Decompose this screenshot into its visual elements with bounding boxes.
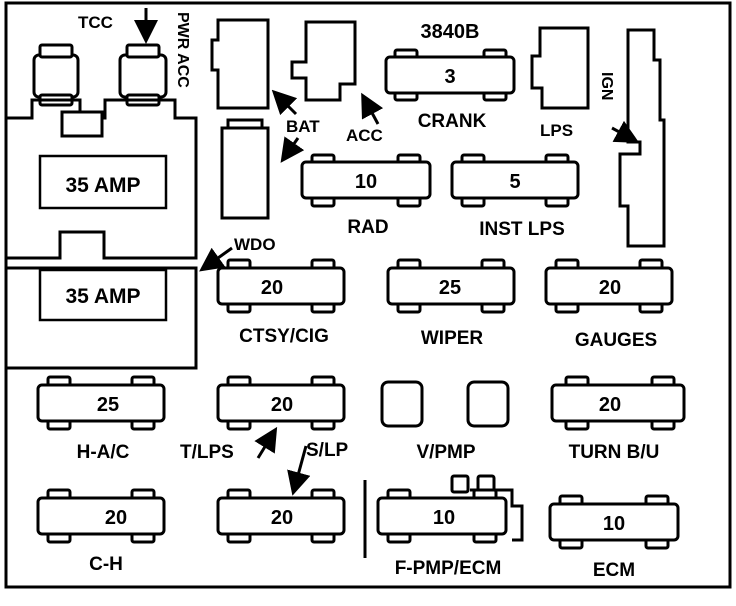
- ign-arrow: [611, 120, 640, 143]
- breaker-housing-lower: [6, 266, 198, 370]
- fuse-crank-label: CRANK: [418, 111, 487, 132]
- fuse-t-lps-label: T/LPS: [180, 442, 234, 463]
- fuse-c-h: 20: [36, 488, 166, 544]
- connector-lps-label: LPS: [540, 121, 573, 140]
- bat-arrow-down: [280, 136, 305, 163]
- connector-ign: [618, 28, 666, 248]
- fuse-turn-bu-label: TURN B/U: [569, 442, 660, 463]
- fuse-ctsy-cig: 20: [216, 258, 346, 314]
- fuse-rad-label: RAD: [347, 217, 388, 238]
- relay-tcc: [32, 43, 80, 107]
- fuse-crank: 3: [384, 48, 516, 102]
- connector-lps: [530, 26, 590, 110]
- diagram-code: 3840B: [421, 21, 480, 43]
- s-lp-arrow: [287, 445, 311, 496]
- bat-arrow-up: [271, 89, 298, 116]
- connector-acc: [290, 20, 357, 102]
- fuse-h-ac: 25: [36, 375, 166, 431]
- fuse-rad-value: 10: [355, 171, 377, 193]
- fuse-wiper-label: WIPER: [421, 328, 484, 349]
- fuse-c-h-label: C-H: [89, 554, 123, 575]
- fuse-ecm-label: ECM: [593, 560, 635, 581]
- connector-bat-lower: [220, 118, 270, 220]
- fuse-turn-bu-value: 20: [599, 394, 621, 416]
- fuse-h-ac-value: 25: [97, 394, 119, 416]
- fuse-t-lps-value: 20: [271, 394, 293, 416]
- fuse-s-lp-value: 20: [271, 507, 293, 529]
- fuse-f-pmp-ecm-value: 10: [433, 507, 455, 529]
- fuse-ctsy-cig-value: 20: [261, 277, 283, 299]
- breaker-lower-rating: 35 AMP: [65, 285, 140, 308]
- connector-bat-left: [210, 18, 270, 110]
- fuse-panel-frame: [4, 1, 732, 589]
- acc-arrow: [361, 92, 384, 125]
- breaker-housing-upper: [6, 98, 198, 260]
- fuse-inst-lps-label: INST LPS: [479, 219, 565, 240]
- fuse-ctsy-cig-label: CTSY/CIG: [239, 326, 329, 347]
- fuse-ecm: 10: [548, 494, 680, 550]
- fuse-f-pmp-ecm: 10: [376, 474, 524, 544]
- circuit-breaker-35a-upper: 35 AMP: [38, 154, 168, 210]
- relay-v-pmp: [380, 380, 510, 428]
- fuse-rad: 10: [300, 153, 432, 208]
- connector-bat-label: BAT: [286, 117, 320, 136]
- fuse-wiper-value: 25: [439, 277, 461, 299]
- fuse-gauges: 20: [544, 258, 674, 314]
- fuse-ecm-value: 10: [603, 513, 625, 535]
- fuse-inst-lps-value: 5: [509, 171, 520, 193]
- fuse-s-lp: 20: [216, 488, 346, 544]
- fuse-inst-lps: 5: [450, 153, 580, 208]
- fuse-f-pmp-ecm-label: F-PMP/ECM: [395, 558, 502, 579]
- fuse-h-ac-label: H-A/C: [77, 442, 130, 463]
- connector-wdo-label: WDO: [234, 235, 276, 254]
- fuse-t-lps: 20: [216, 375, 346, 431]
- wdo-arrow: [199, 246, 233, 272]
- fuse-gauges-label: GAUGES: [575, 330, 657, 351]
- t-lps-arrow: [254, 426, 278, 459]
- connector-acc-label: ACC: [346, 126, 383, 145]
- fuse-turn-bu: 20: [550, 375, 686, 431]
- relay-pwr-acc: [118, 43, 168, 107]
- relay-pwr-acc-label: PWR ACC: [174, 12, 191, 88]
- fuse-gauges-value: 20: [599, 277, 621, 299]
- fuse-wiper: 25: [386, 258, 516, 314]
- fuse-s-lp-label: S/LP: [306, 440, 349, 461]
- fuse-c-h-value: 20: [105, 507, 127, 529]
- circuit-breaker-35a-lower: 35 AMP: [38, 268, 168, 322]
- connector-ign-label: IGN: [598, 72, 615, 100]
- fuse-crank-value: 3: [444, 66, 455, 88]
- relay-tcc-label: TCC: [78, 13, 113, 32]
- breaker-upper-rating: 35 AMP: [65, 174, 140, 197]
- relay-v-pmp-label: V/PMP: [416, 442, 475, 463]
